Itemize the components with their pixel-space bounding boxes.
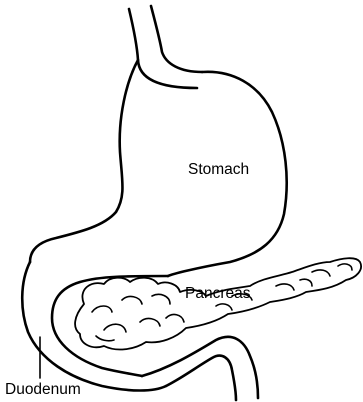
duodenum-label: Duodenum: [5, 381, 81, 398]
pancreas: [75, 258, 361, 349]
pancreas-label: Pancreas: [185, 285, 251, 302]
esophagus: [129, 6, 202, 88]
duodenum: [22, 262, 258, 400]
stomach: [30, 60, 287, 376]
stomach-label: Stomach: [188, 161, 249, 178]
